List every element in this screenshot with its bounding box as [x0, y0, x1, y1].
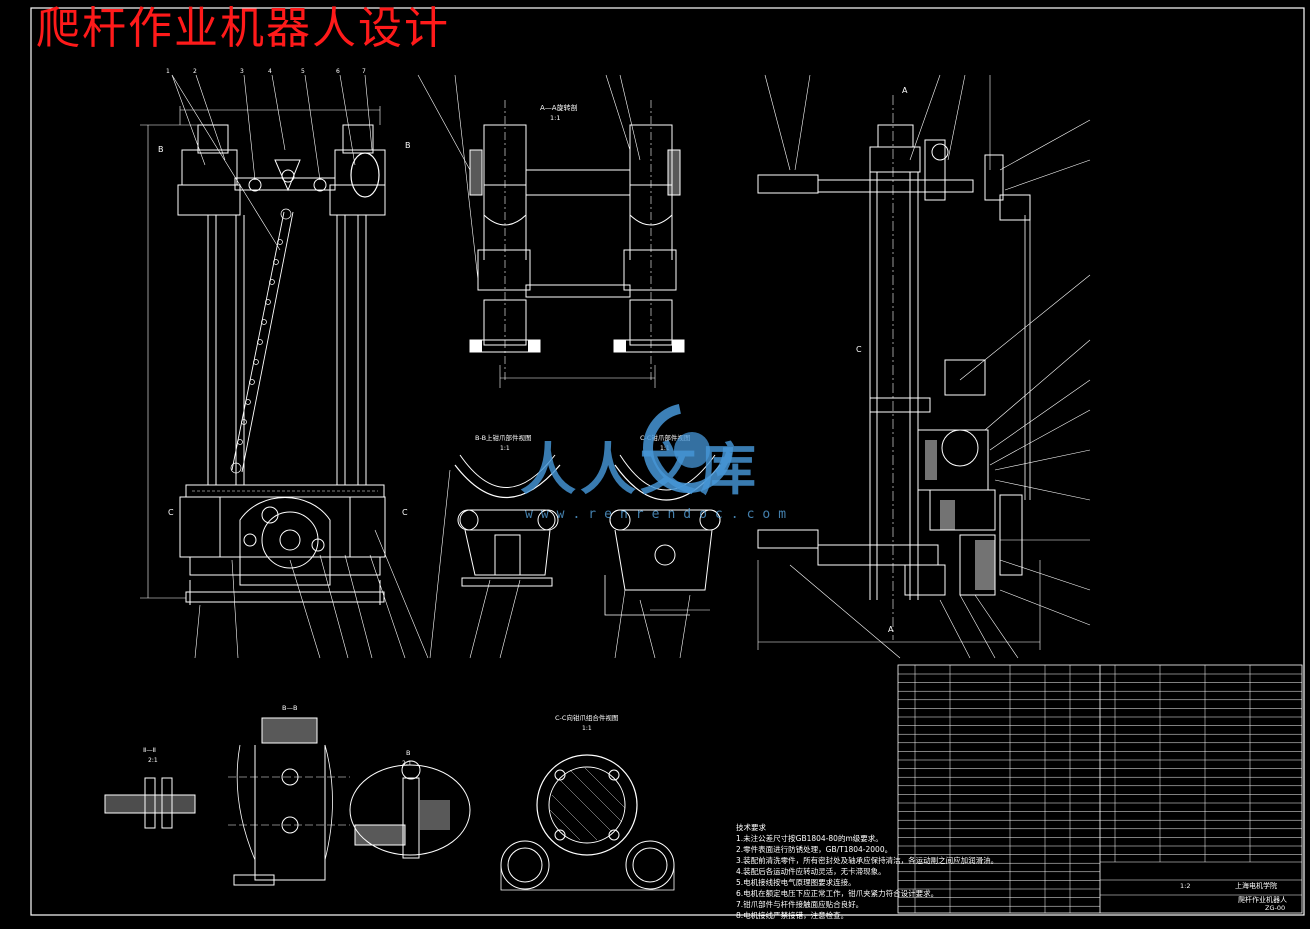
svg-text:C: C: [856, 345, 862, 354]
lower-clamp-scale: 1:1: [660, 445, 670, 452]
detail-views: Ⅱ—Ⅱ 2:1 B—B B 2:1: [104, 704, 675, 891]
svg-text:5: 5: [301, 68, 305, 75]
detail-2-scale: 2:1: [148, 757, 158, 764]
link-view-scale: 1:1: [582, 725, 592, 732]
drawing-title: 爬杆作业机器人设计: [36, 3, 450, 54]
section-aa-view: A—A旋转剖 1:1: [417, 74, 685, 388]
section-aa-scale: 1:1: [550, 114, 560, 122]
watermark-url: www.renrendoc.com: [525, 507, 795, 522]
detail-b-label: B: [406, 749, 410, 757]
svg-text:1: 1: [166, 68, 170, 75]
tech-note: 2.零件表面进行防锈处理，GB/T1804-2000。: [736, 845, 893, 854]
title-block-name: 爬杆作业机器人: [1238, 895, 1287, 904]
watermark-brand: 人人文库: [520, 438, 760, 503]
tech-note: 3.装配前清洗零件，所有密封处及轴承应保持清洁，各运动副之间应加润滑油。: [736, 856, 999, 865]
tech-note: 7.钳爪部件与杆件接触面应贴合良好。: [736, 900, 864, 909]
tech-notes-heading: 技术要求: [736, 823, 766, 832]
parts-list-table: [897, 664, 1303, 914]
tech-note: 5.电机接线按电气原理图要求连接。: [736, 878, 856, 887]
tech-note: 1.未注公差尺寸按GB1804-80的m级要求。: [736, 834, 883, 843]
svg-text:C: C: [168, 508, 174, 517]
section-aa-label: A—A旋转剖: [540, 103, 578, 112]
upper-clamp-scale: 1:1: [500, 445, 510, 452]
svg-text:A: A: [888, 625, 894, 634]
svg-text:B: B: [405, 141, 411, 150]
detail-b-scale: 2:1: [402, 760, 412, 767]
drawing-border: [30, 7, 1305, 916]
svg-text:A: A: [902, 86, 908, 95]
detail-bb-label: B—B: [282, 704, 297, 712]
front-view: 1 2 3 4 5 6 7: [140, 68, 429, 659]
svg-text:B: B: [158, 145, 164, 154]
svg-text:2: 2: [193, 68, 197, 75]
title-block-scale: 1:2: [1180, 882, 1190, 890]
side-view: A A C: [757, 74, 1091, 659]
title-block: 上海电机学院 爬杆作业机器人 1:2 ZG-00: [1180, 881, 1287, 912]
svg-text:4: 4: [268, 68, 272, 75]
tech-note: 6.电机在额定电压下应正常工作，钳爪夹紧力符合设计要求。: [736, 889, 939, 898]
link-view-label: C-C向钳爪组合件视图: [555, 713, 618, 722]
svg-text:C: C: [402, 508, 408, 517]
title-block-number: ZG-00: [1265, 904, 1285, 912]
upper-clamp-label: B-B上钳爪部件视图: [475, 433, 532, 442]
clamp-views: B-B上钳爪部件视图 1:1 C-C钳爪部件视图 1:1: [429, 433, 721, 659]
tech-note: 4.装配后各运动件应转动灵活，无卡滞现象。: [736, 867, 886, 876]
svg-text:7: 7: [362, 68, 366, 75]
tech-notes: 技术要求 1.未注公差尺寸按GB1804-80的m级要求。 2.零件表面进行防锈…: [736, 822, 998, 921]
svg-text:6: 6: [336, 68, 340, 75]
tech-note: 8.电机接线严禁接错，注意检查。: [736, 911, 849, 920]
watermark-logo: [640, 400, 736, 496]
title-block-school: 上海电机学院: [1235, 881, 1277, 890]
watermark-swirl-icon: [643, 403, 733, 493]
svg-text:3: 3: [240, 68, 244, 75]
lower-clamp-label: C-C钳爪部件视图: [640, 433, 690, 442]
detail-2-label: Ⅱ—Ⅱ: [143, 746, 156, 754]
